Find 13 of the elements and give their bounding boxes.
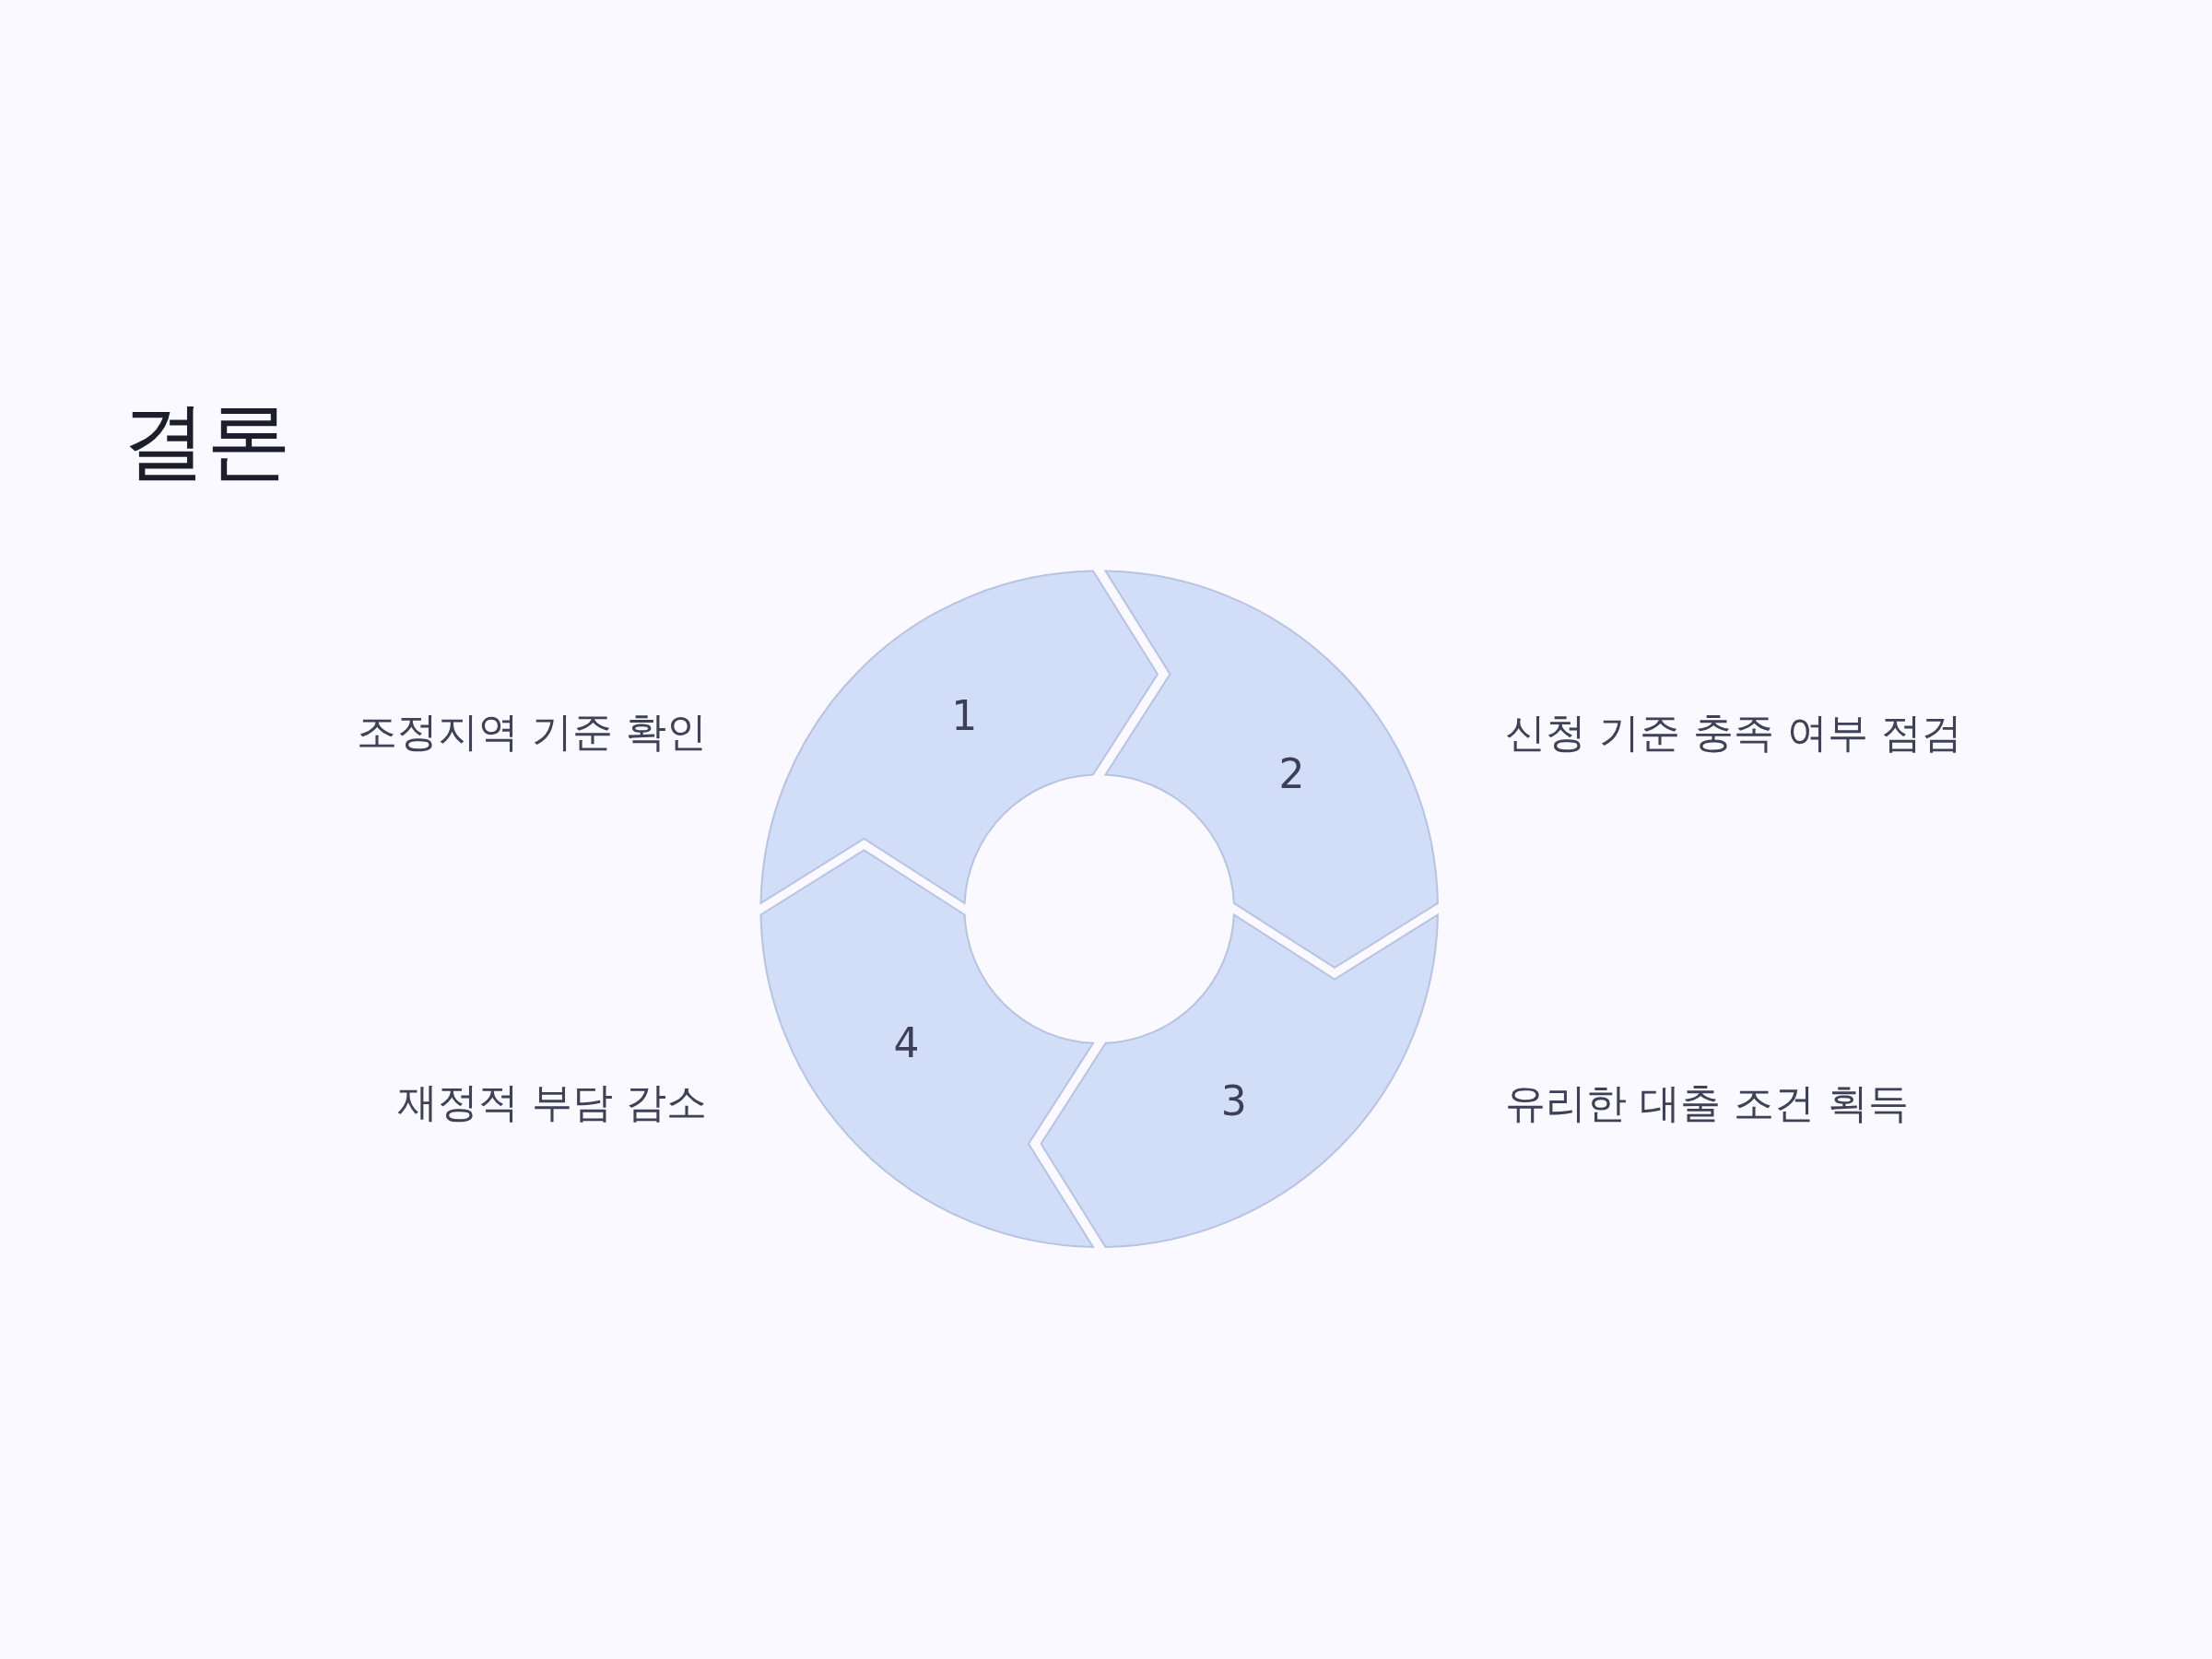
cycle-segment (759, 569, 1159, 904)
title: 결론 (122, 394, 291, 488)
cycle-segment (1103, 569, 1439, 969)
step-caption: 재정적 부담 감소 (397, 1078, 707, 1127)
cycle-segment (759, 849, 1095, 1249)
step-number: 1 (951, 693, 978, 739)
step-caption: 신청 기준 충족 여부 점검 (1505, 709, 1962, 758)
step-number: 4 (893, 1021, 920, 1066)
cycle-segment (1039, 913, 1439, 1249)
step-number: 2 (1278, 751, 1305, 796)
step-number: 3 (1220, 1078, 1247, 1124)
step-caption: 유리한 대출 조건 획득 (1505, 1079, 1909, 1128)
step-caption: 조정지역 기준 확인 (357, 708, 707, 757)
